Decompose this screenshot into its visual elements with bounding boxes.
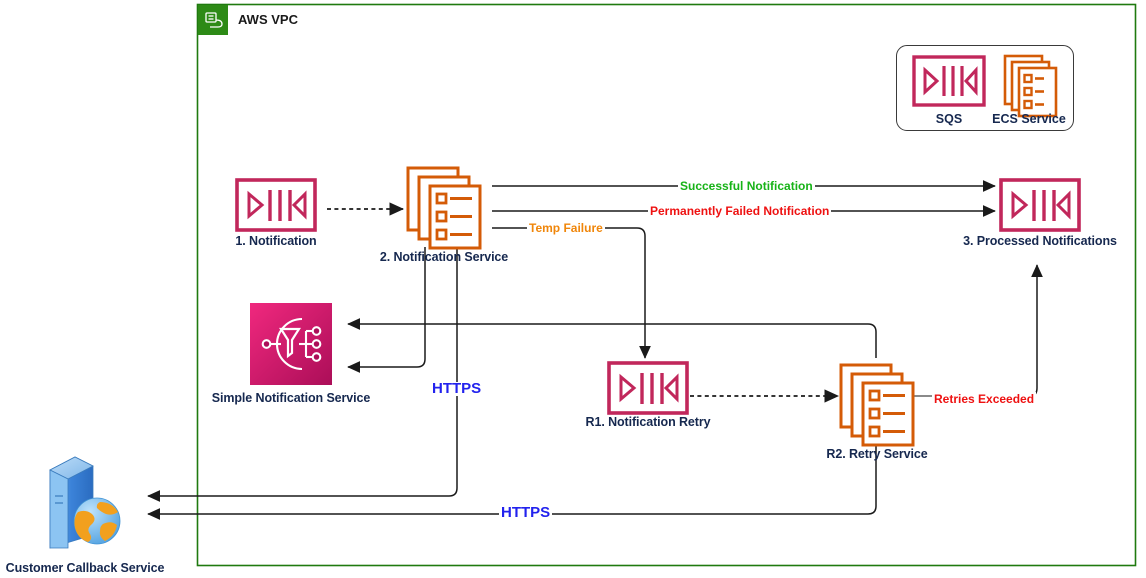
edge-label-https-bottom: HTTPS — [499, 504, 553, 521]
node-icon-notification[interactable] — [235, 178, 317, 232]
edge-label-https-middle: HTTPS — [430, 380, 484, 397]
node-icon-processed-notifications[interactable] — [999, 178, 1081, 232]
edge-service-to-callback-https — [147, 247, 458, 502]
edge-label-permanently-failed-notification: Permanently Failed Notification — [648, 204, 832, 218]
node-label-notification: 1. Notification — [235, 234, 317, 248]
edge-label-retries-exceeded: Retries Exceeded — [932, 392, 1037, 406]
edge-service-to-sns — [347, 247, 426, 373]
edge-retry-service-to-callback-https — [147, 434, 877, 520]
edge-temp-failure — [492, 227, 651, 359]
legend-label-ecs-service: ECS Service — [992, 112, 1066, 126]
edge-retry-service-to-sns — [347, 318, 877, 358]
node-icon-retry-service[interactable] — [839, 363, 915, 447]
edge-label-successful-notification: Successful Notification — [678, 179, 815, 193]
legend-label-sqs: SQS — [935, 112, 963, 126]
node-label-processed-notifications: 3. Processed Notifications — [963, 234, 1117, 248]
edge-label-temp-failure: Temp Failure — [527, 221, 605, 235]
vpc-title: AWS VPC — [238, 12, 298, 27]
node-label-retry-service: R2. Retry Service — [826, 447, 928, 461]
vpc-icon-background — [198, 5, 228, 35]
node-icon-customer-callback-service[interactable] — [49, 456, 121, 549]
node-label-customer-callback-service: Customer Callback Service — [5, 561, 165, 575]
node-icon-simple-notification-service[interactable] — [250, 303, 332, 385]
node-icon-notification-retry[interactable] — [607, 361, 689, 415]
vpc-icon — [205, 12, 223, 28]
node-icon-notification-service[interactable] — [406, 166, 482, 250]
node-label-notification-retry: R1. Notification Retry — [585, 415, 711, 429]
node-label-notification-service: 2. Notification Service — [379, 250, 509, 264]
edge-retries-exceeded — [908, 264, 1043, 397]
node-label-simple-notification-service: Simple Notification Service — [211, 391, 371, 405]
